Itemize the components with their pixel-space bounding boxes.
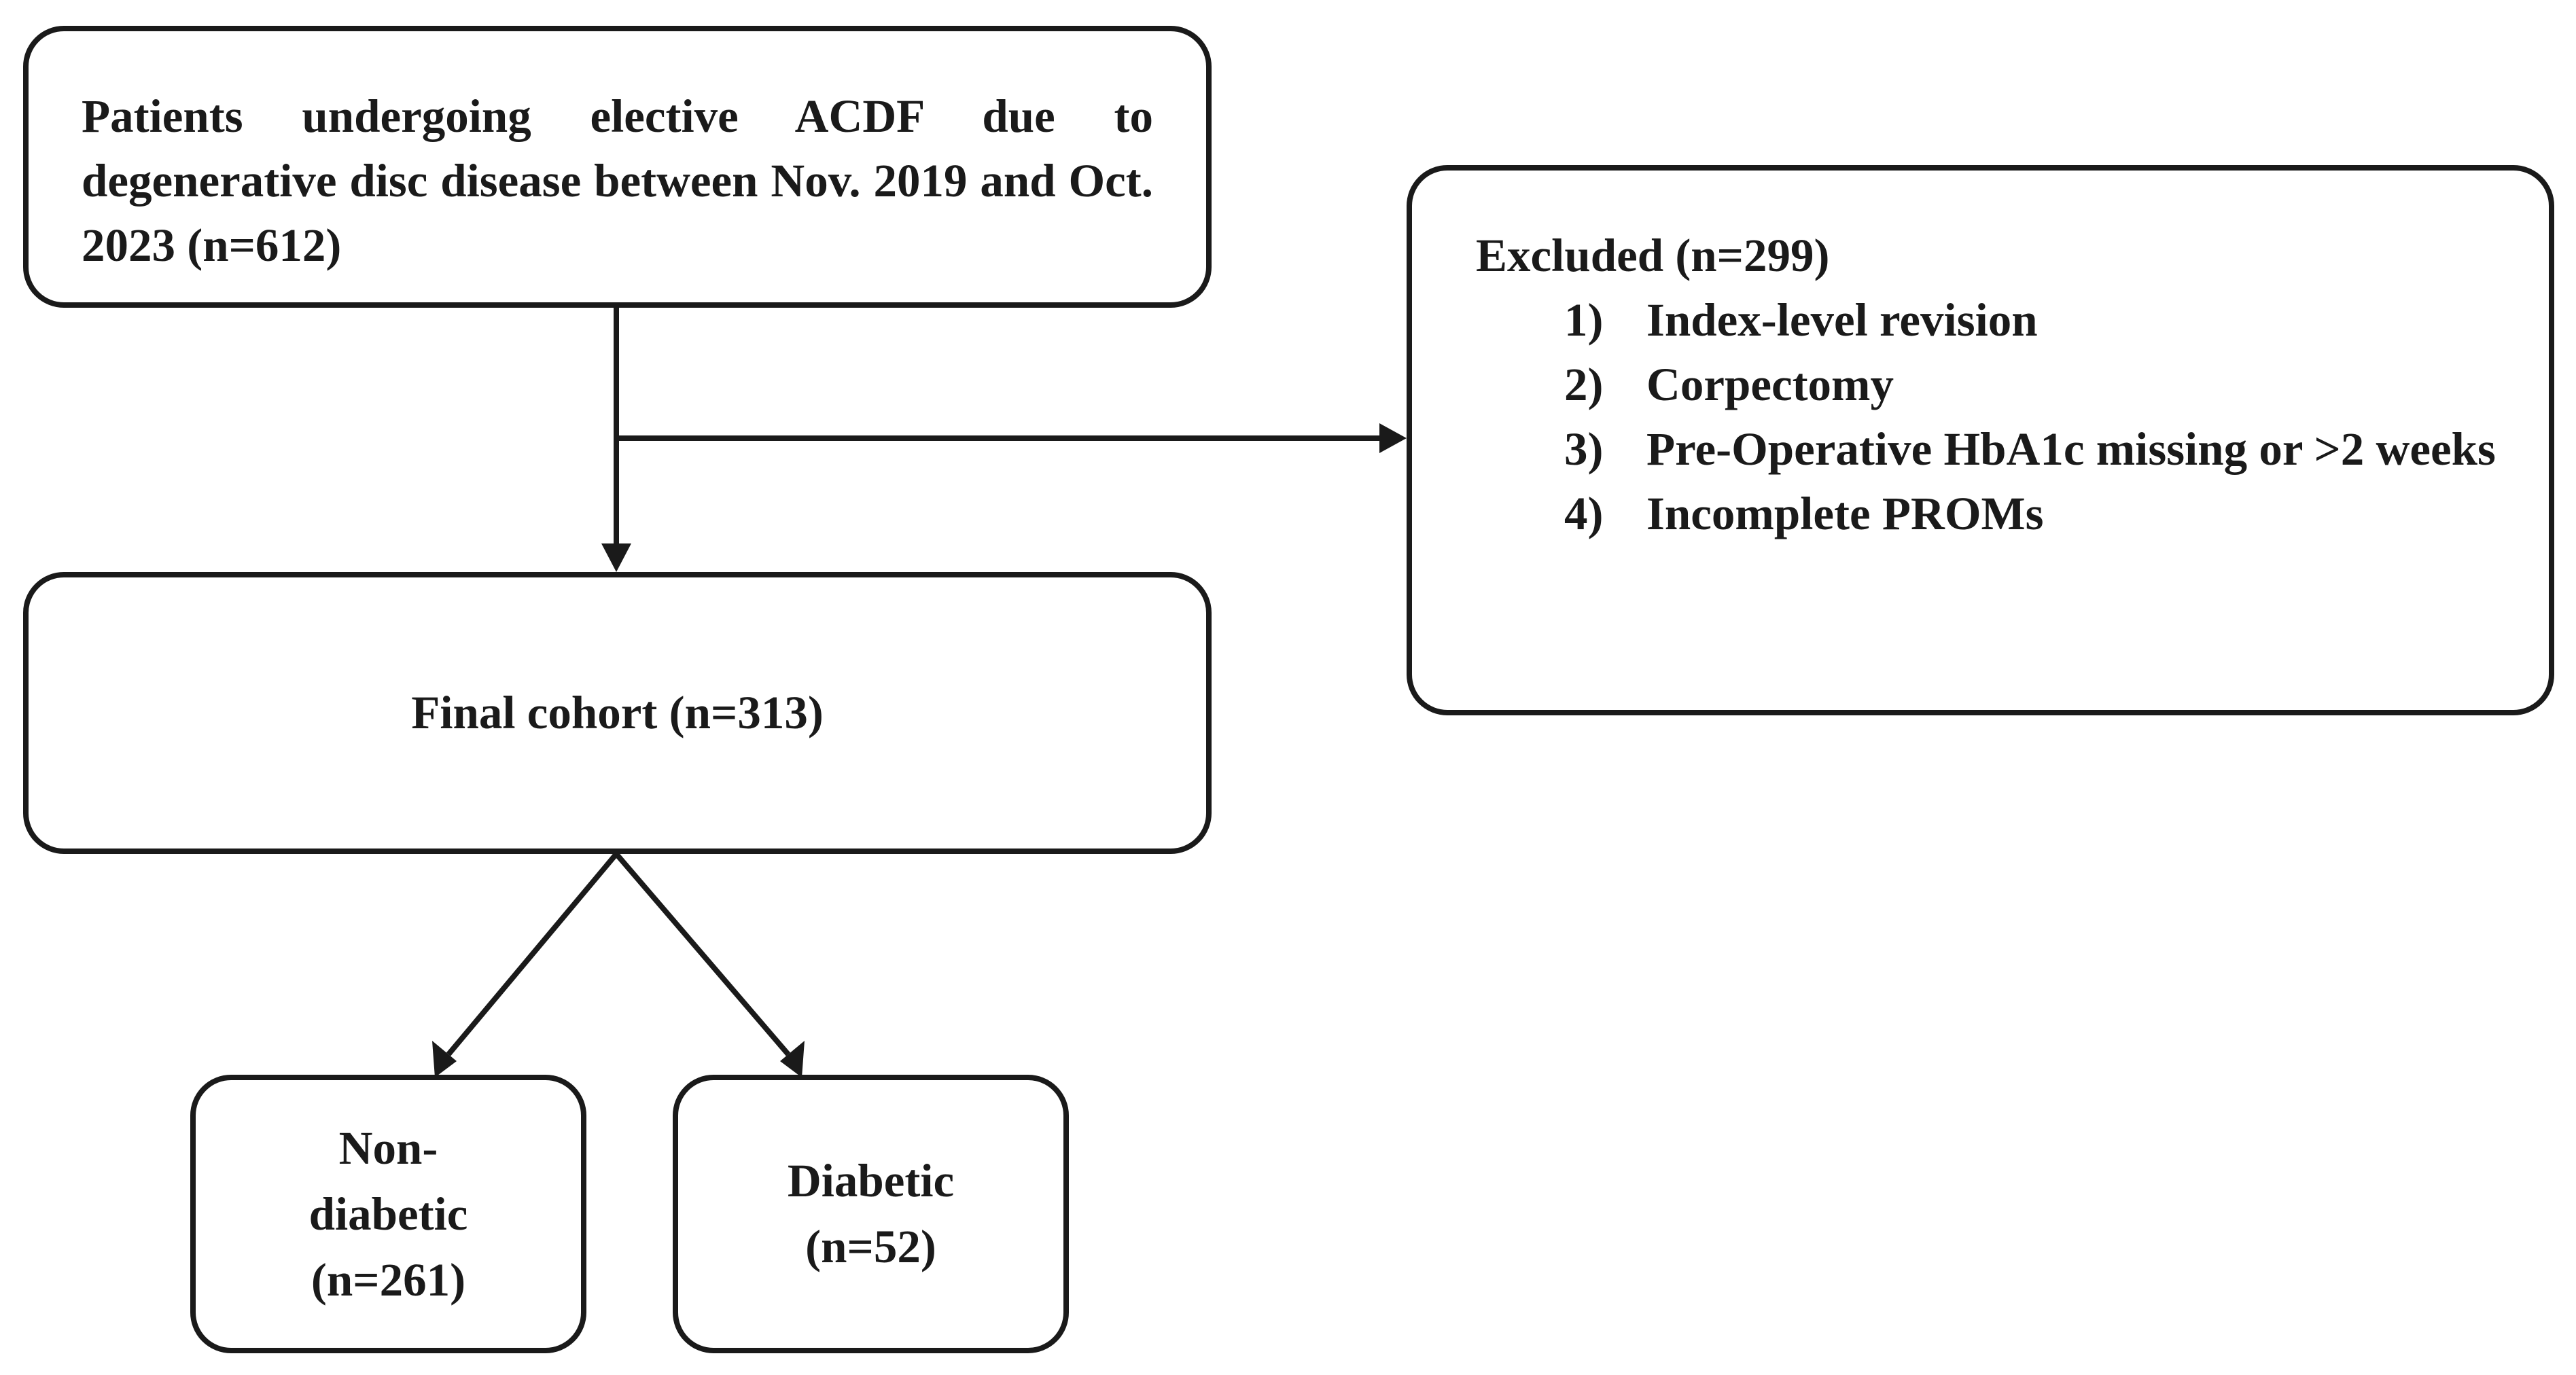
patients-text: Patients undergoing elective ACDF due to… — [82, 90, 1153, 271]
excluded-item-text: Pre-Operative HbA1c missing or >2 weeks — [1646, 423, 2496, 475]
excluded-item-number: 2) — [1564, 359, 1604, 410]
excluded-box: Excluded (n=299) 1) Index-level revision… — [1407, 165, 2554, 715]
diabetic-count: (n=52) — [805, 1221, 936, 1272]
excluded-item: 1) Index-level revision — [1564, 288, 2522, 353]
excluded-item: 4) Incomplete PROMs — [1564, 482, 2522, 546]
excluded-item-number: 1) — [1564, 294, 1604, 346]
arrowhead-excluded — [1379, 423, 1407, 453]
excluded-item-number: 3) — [1564, 423, 1604, 475]
excluded-item-number: 4) — [1564, 488, 1604, 539]
excluded-item-text: Corpectomy — [1646, 359, 1894, 410]
final-cohort-box: Final cohort (n=313) — [23, 572, 1212, 854]
excluded-item-text: Incomplete PROMs — [1646, 488, 2044, 539]
diabetic-label: Diabetic — [787, 1155, 955, 1207]
excluded-item: 3) Pre-Operative HbA1c missing or >2 wee… — [1564, 417, 2522, 482]
nondiabetic-label: Non-diabetic — [308, 1122, 468, 1240]
arrow-final-to-diabetic — [614, 852, 791, 1056]
excluded-item-text: Index-level revision — [1646, 294, 2038, 346]
arrow-final-to-nondiabetic — [446, 852, 619, 1056]
nondiabetic-box: Non-diabetic (n=261) — [190, 1075, 586, 1353]
nondiabetic-count: (n=261) — [311, 1253, 466, 1306]
diabetic-box: Diabetic (n=52) — [673, 1075, 1069, 1353]
arrowhead-final — [601, 543, 631, 572]
patients-box: Patients undergoing elective ACDF due to… — [23, 26, 1212, 308]
excluded-list: 1) Index-level revision 2) Corpectomy 3)… — [1476, 288, 2522, 546]
arrowhead-nondiabetic — [432, 1041, 457, 1077]
excluded-item: 2) Corpectomy — [1564, 353, 2522, 417]
arrowhead-diabetic — [780, 1041, 805, 1077]
excluded-title: Excluded (n=299) — [1476, 230, 1830, 281]
final-cohort-text: Final cohort (n=313) — [411, 687, 824, 738]
